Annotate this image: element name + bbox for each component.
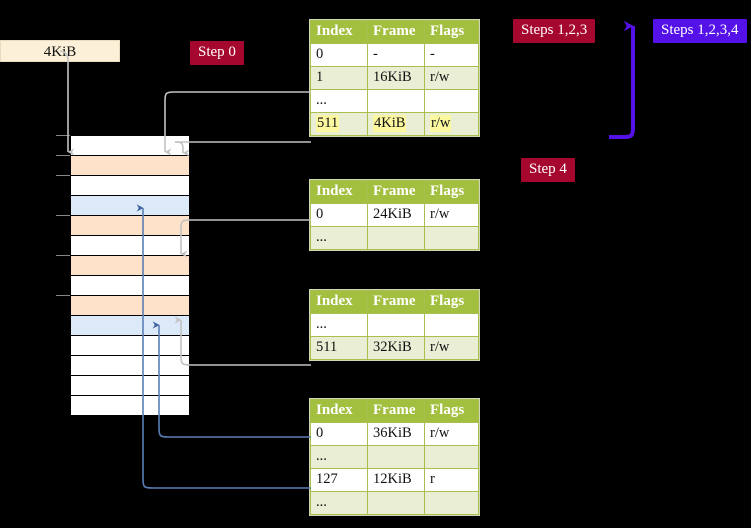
memory-frame-row <box>70 395 190 416</box>
cell-flags <box>424 491 479 515</box>
memory-row-tick <box>56 175 70 176</box>
cell-frame <box>367 226 425 250</box>
cell-flags <box>424 226 479 250</box>
memory-row-tick <box>56 135 70 136</box>
column-header-frame: Frame <box>367 20 425 44</box>
cell-index: 0 <box>310 43 368 67</box>
cell-index-highlight: 511 <box>316 115 340 132</box>
cell-frame: 32KiB <box>367 336 425 360</box>
cell-flags-highlight: r/w <box>430 115 452 132</box>
cell-flags: r/w <box>424 112 479 136</box>
cell-flags: r/w <box>424 203 479 227</box>
column-header-index: Index <box>310 180 368 204</box>
table-row: 511 4KiB r/w <box>310 112 479 136</box>
cell-flags: r <box>424 468 479 492</box>
table-row: ... <box>310 313 479 337</box>
column-header-index: Index <box>310 20 368 44</box>
memory-frame-row <box>70 215 190 236</box>
memory-row-tick <box>56 295 70 296</box>
table-row: 0-- <box>310 43 479 67</box>
memory-frame-row <box>70 235 190 256</box>
table-row: ... <box>310 491 479 515</box>
memory-frame-row <box>70 295 190 316</box>
memory-row-tick <box>56 215 70 216</box>
column-header-frame: Frame <box>367 399 425 423</box>
column-header-frame: Frame <box>367 180 425 204</box>
table-row: ... <box>310 89 479 113</box>
memory-frame-row <box>70 355 190 376</box>
memory-frame-row <box>70 275 190 296</box>
connector-pdpt-row0-to-memory <box>180 219 311 258</box>
cell-frame <box>367 89 425 113</box>
memory-frame-row <box>70 155 190 176</box>
cell-index: ... <box>310 313 368 337</box>
cell-flags: - <box>424 43 479 67</box>
cell-flags <box>424 89 479 113</box>
cell-index: 511 <box>310 112 368 136</box>
badge-step-0: Step 0 <box>190 41 244 65</box>
column-header-index: Index <box>310 290 368 314</box>
cell-index: 0 <box>310 422 368 446</box>
column-header-flags: Flags <box>424 399 479 423</box>
memory-frame-row <box>70 255 190 276</box>
cell-frame <box>367 491 425 515</box>
memory-row-tick <box>56 155 70 156</box>
column-header-index: Index <box>310 399 368 423</box>
badge-step-4: Step 4 <box>521 158 575 182</box>
connector-pd-row511-to-memory <box>174 316 311 366</box>
cell-frame: - <box>367 43 425 67</box>
badge-steps-1234: Steps 1,2,3,4 <box>653 19 747 43</box>
cell-index: ... <box>310 89 368 113</box>
cell-frame-highlight: 4KiB <box>373 115 407 132</box>
cell-frame: 24KiB <box>367 203 425 227</box>
connector-frame-to-memory <box>59 50 75 156</box>
memory-frame-row <box>70 315 190 336</box>
memory-frame-row <box>70 175 190 196</box>
memory-frame-row <box>70 195 190 216</box>
cell-flags: r/w <box>424 66 479 90</box>
cell-index: ... <box>310 491 368 515</box>
memory-frame-row <box>70 335 190 356</box>
cell-flags <box>424 445 479 469</box>
cell-index: ... <box>310 226 368 250</box>
cell-frame: 12KiB <box>367 468 425 492</box>
frame-size-box: 4KiB <box>0 40 120 62</box>
memory-frame-row <box>70 135 190 156</box>
table-row: ... <box>310 226 479 250</box>
column-header-flags: Flags <box>424 20 479 44</box>
cell-frame: 36KiB <box>367 422 425 446</box>
column-header-frame: Frame <box>367 290 425 314</box>
badge-steps-123: Steps 1,2,3 <box>513 19 596 43</box>
cell-flags: r/w <box>424 422 479 446</box>
cell-index: 127 <box>310 468 368 492</box>
cell-frame: 4KiB <box>367 112 425 136</box>
violet-bracket-arrow <box>609 20 635 139</box>
physical-memory-column <box>56 135 190 416</box>
cell-frame <box>367 313 425 337</box>
cell-index: 0 <box>310 203 368 227</box>
cell-index: ... <box>310 445 368 469</box>
cell-index: 511 <box>310 336 368 360</box>
cell-flags <box>424 313 479 337</box>
column-header-flags: Flags <box>424 180 479 204</box>
cell-index: 1 <box>310 66 368 90</box>
column-header-flags: Flags <box>424 290 479 314</box>
memory-frame-row <box>70 375 190 396</box>
table-row: ... <box>310 445 479 469</box>
memory-row-tick <box>56 255 70 256</box>
cell-flags: r/w <box>424 336 479 360</box>
cell-frame: 16KiB <box>367 66 425 90</box>
cell-frame <box>367 445 425 469</box>
frame-size-label: 4KiB <box>43 44 77 60</box>
